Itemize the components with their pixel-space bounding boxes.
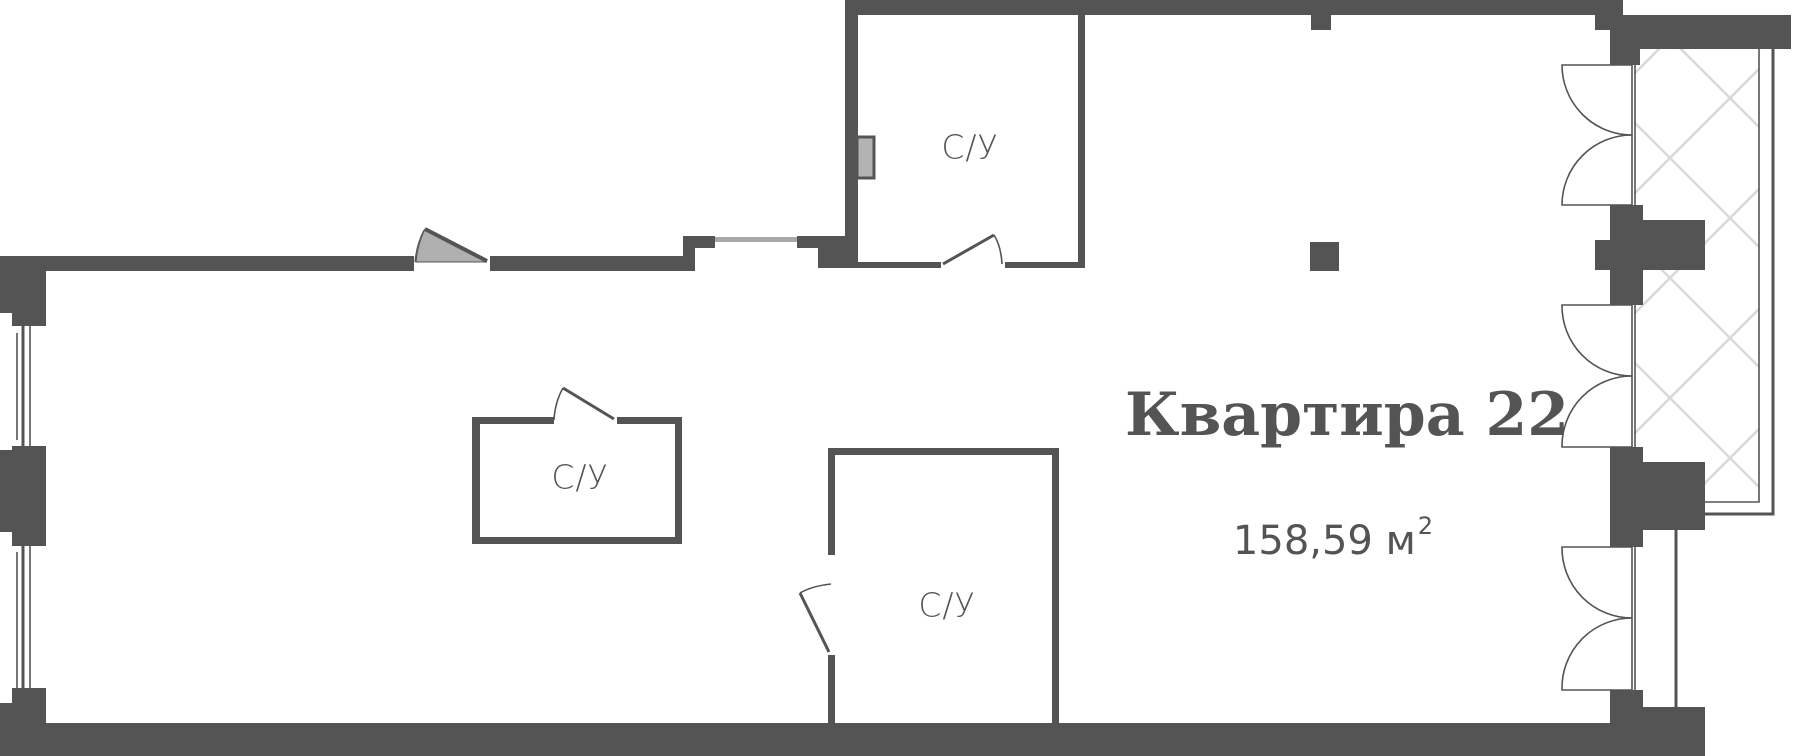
apartment-title: Квартира 22 bbox=[1125, 380, 1569, 450]
room-label-bathroom-left: С/У bbox=[551, 457, 609, 497]
room-label-bathroom-upper: С/У bbox=[941, 127, 999, 167]
entry-window bbox=[715, 237, 797, 242]
area-exponent: 2 bbox=[1417, 512, 1434, 540]
bathroom-lower-walls bbox=[798, 448, 1059, 728]
entrance-door bbox=[414, 227, 488, 263]
room-label-bathroom-lower: С/У bbox=[918, 585, 976, 625]
area-unit: м bbox=[1385, 518, 1416, 564]
bathroom-left-walls bbox=[472, 386, 682, 544]
left-windows bbox=[16, 326, 31, 688]
right-facade-piers bbox=[1595, 30, 1705, 756]
bathroom-upper-walls bbox=[855, 15, 1085, 268]
right-french-doors bbox=[1561, 64, 1636, 691]
apartment-area: 158,59 м2 bbox=[1233, 512, 1433, 564]
balcony-hatch bbox=[1634, 48, 1759, 498]
area-value: 158,59 bbox=[1232, 518, 1373, 564]
structural-column bbox=[1310, 242, 1339, 271]
balcony-railing bbox=[1700, 48, 1775, 516]
